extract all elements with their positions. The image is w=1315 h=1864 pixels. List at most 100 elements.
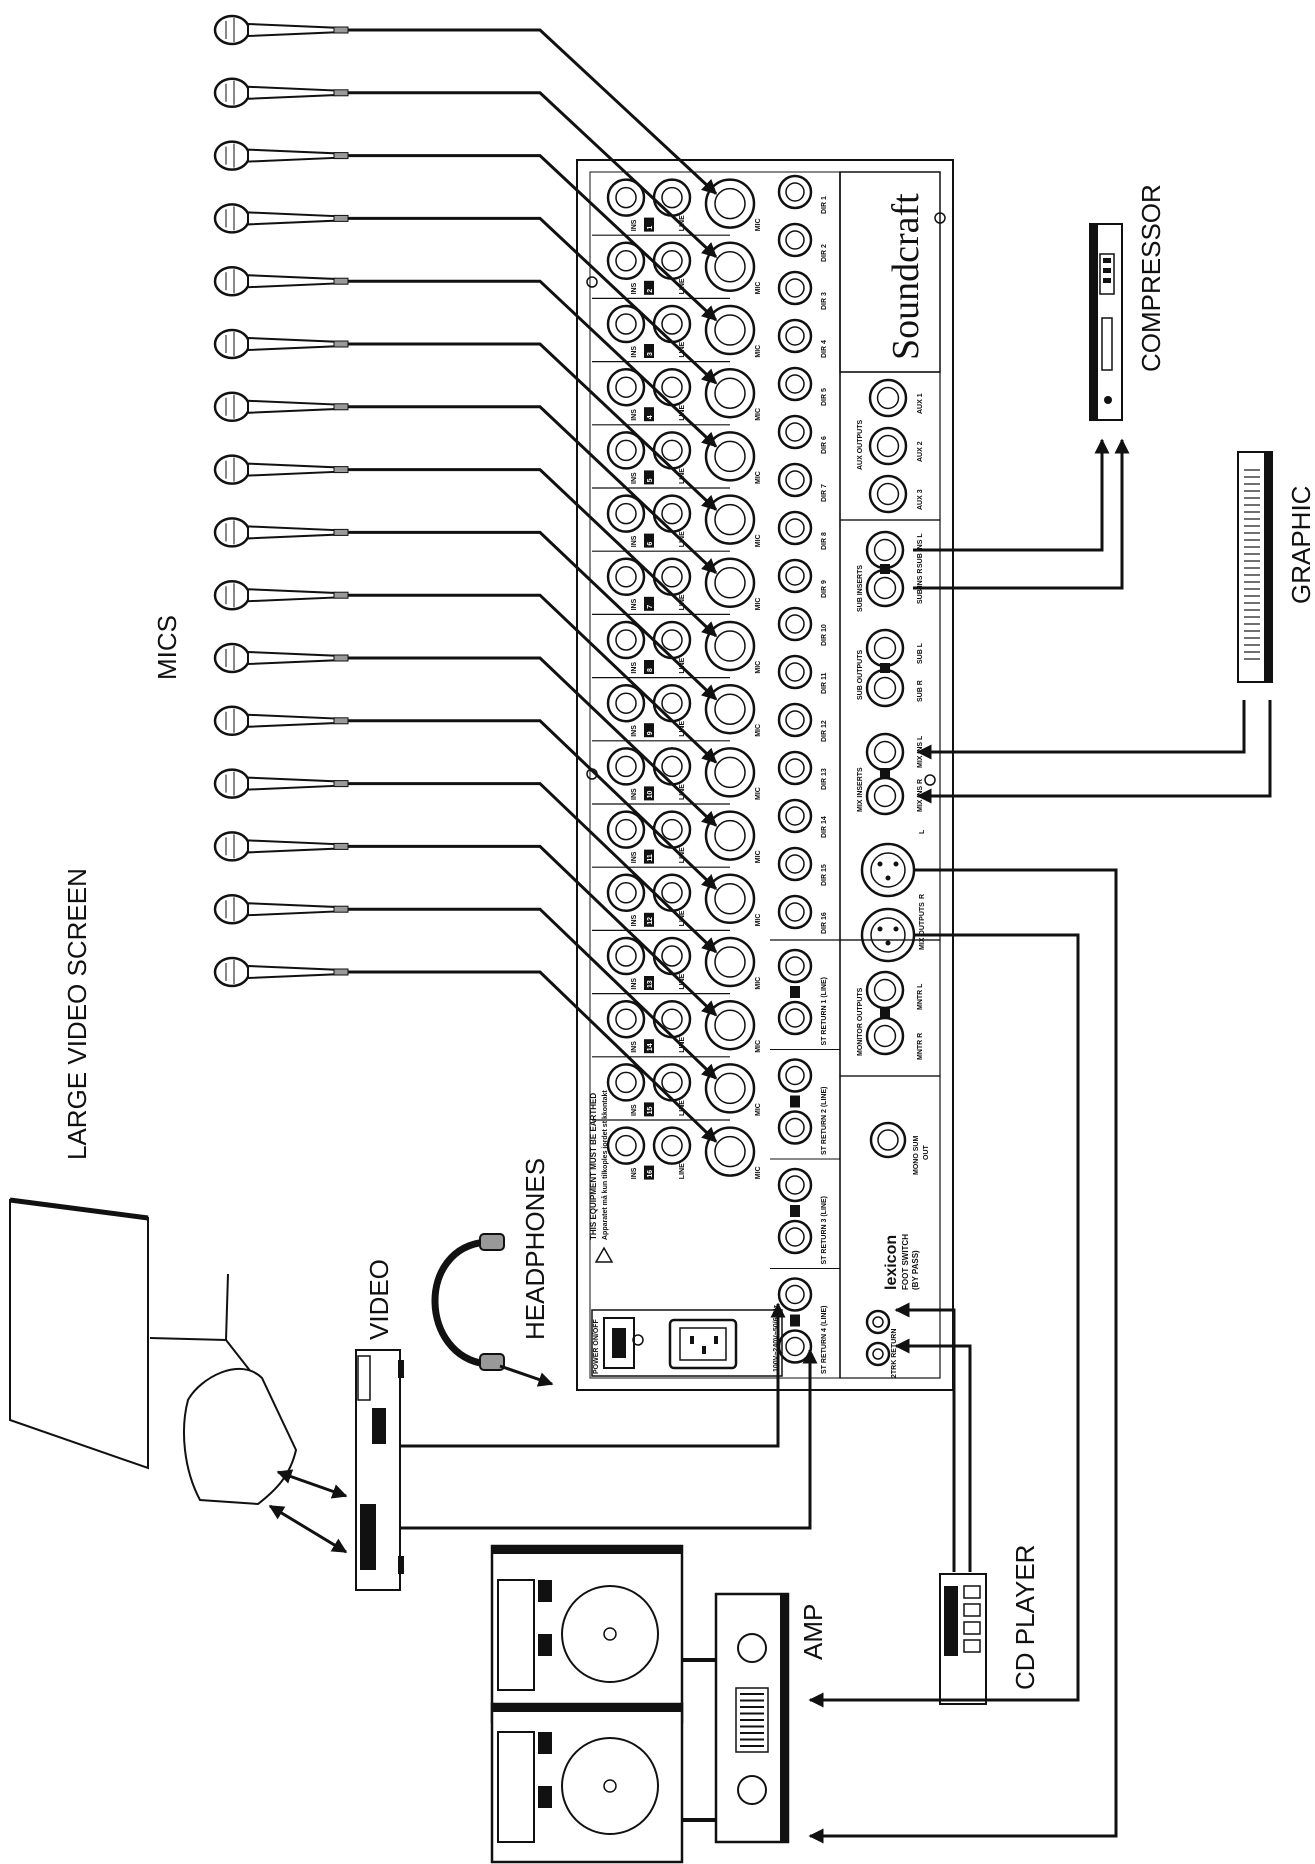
mic-xlr-jack[interactable] [704, 936, 756, 988]
mic-label: MIC [755, 408, 762, 421]
mic-xlr-jack[interactable] [704, 747, 756, 798]
dir-out-jack[interactable] [777, 702, 813, 738]
dir-out-jack[interactable] [777, 606, 813, 642]
aux-3-jack[interactable] [868, 474, 908, 514]
ins-jack[interactable] [606, 178, 646, 217]
microphone-1 [213, 14, 349, 46]
st-return-jack-l-inner [785, 1065, 805, 1086]
mic-connector [333, 717, 349, 725]
mic-head [213, 265, 251, 297]
channel-number-box [644, 1165, 654, 1180]
dir-out-jack-inner [785, 902, 805, 922]
mic-xlr-jack[interactable] [704, 494, 756, 545]
ins-jack[interactable] [606, 367, 646, 407]
mic-xlr-jack[interactable] [704, 999, 756, 1051]
mono-sum-jack[interactable] [869, 1121, 907, 1159]
two-track-return-jack-l[interactable] [865, 1309, 891, 1335]
dir-out-jack[interactable] [777, 366, 813, 402]
dir-out-jack[interactable] [777, 750, 813, 786]
mic-body [247, 22, 343, 38]
mix-inserts-title: MIX INSERTS [857, 767, 864, 812]
dir-out-jack[interactable] [777, 414, 813, 450]
mic-13-cable [348, 782, 718, 954]
mic-head [213, 328, 251, 360]
channel-number-box [644, 786, 654, 801]
channel-number-box [644, 976, 654, 990]
ins-jack[interactable] [606, 873, 646, 913]
ins-jack[interactable] [606, 683, 646, 723]
cd-player-display [944, 1586, 958, 1656]
st-return-jack-l[interactable] [777, 948, 813, 984]
sub-inserts-title: SUB INSERTS [857, 565, 864, 612]
st-return-jack-r-inner [785, 1227, 805, 1247]
ins-jack-inner [615, 629, 637, 651]
mic-xlr-jack[interactable] [704, 620, 756, 672]
two-track-return-jack-r[interactable] [865, 1341, 891, 1367]
graphic-to-mix-ins-l-cable [916, 700, 1246, 760]
cd-player-button [963, 1603, 981, 1617]
mic-head [213, 391, 251, 423]
monitor-r-label: MNTR R [917, 1033, 924, 1060]
mic-xlr-jack[interactable] [704, 1063, 756, 1114]
mic-xlr-jack[interactable] [704, 1126, 756, 1177]
mic-xlr-jack[interactable] [704, 178, 756, 229]
projector-icon [183, 1367, 298, 1506]
st-return-jack-r[interactable] [777, 1219, 813, 1255]
aux-2-jack[interactable] [868, 426, 908, 466]
dir-out-jack[interactable] [777, 558, 813, 594]
ins-jack[interactable] [606, 747, 646, 786]
ins-jack[interactable] [606, 494, 646, 533]
st-return-jack-l[interactable] [777, 1277, 813, 1312]
mic-xlr-jack[interactable] [704, 367, 756, 419]
dir-out-jack[interactable] [777, 222, 813, 258]
ins-jack[interactable] [606, 241, 646, 281]
mic-xlr-jack[interactable] [704, 304, 756, 356]
line-jack[interactable] [652, 1126, 692, 1165]
mic-xlr-jack[interactable] [704, 431, 756, 482]
dir-out-jack[interactable] [777, 894, 813, 930]
ins-jack[interactable] [606, 936, 646, 976]
mix-out-r-xlr-pin [885, 940, 891, 946]
ins-jack[interactable] [606, 620, 646, 660]
st-return-jack-r[interactable] [777, 1000, 813, 1036]
ins-jack[interactable] [606, 431, 646, 470]
ins-jack[interactable] [606, 1126, 646, 1165]
ins-jack[interactable] [606, 1063, 646, 1102]
mic-body [247, 650, 343, 666]
aux-1-jack[interactable] [868, 378, 908, 418]
graphic-eq-front-edge [1264, 452, 1272, 682]
st-return-jack-l[interactable] [777, 1058, 813, 1093]
dir-out-jack[interactable] [777, 462, 813, 498]
speaker-2-horn [497, 1731, 535, 1843]
mic-connector [333, 968, 349, 976]
dir-out-jack[interactable] [777, 318, 813, 354]
video-player-foot [398, 1556, 404, 1574]
mic-xlr-jack[interactable] [704, 241, 756, 293]
dir-out-jack[interactable] [777, 510, 813, 546]
dir-out-jack[interactable] [777, 798, 813, 834]
mic-xlr-jack[interactable] [704, 810, 756, 861]
ins-label: INS [631, 914, 638, 926]
dir-out-jack[interactable] [777, 654, 813, 690]
ins-jack[interactable] [606, 810, 646, 849]
dir-out-jack[interactable] [777, 846, 813, 882]
mic-3-cable [348, 154, 718, 322]
ins-jack[interactable] [606, 557, 646, 597]
mic-1-cable [348, 28, 718, 195]
st-return-jack-l[interactable] [777, 1167, 813, 1203]
mic-xlr-jack[interactable] [704, 683, 756, 735]
dir-out-jack[interactable] [777, 270, 813, 306]
sub-ins-r-label: SUB INS R [917, 569, 924, 604]
mono-sum-label: MONO SUM [913, 1136, 920, 1175]
mic-label: MIC [755, 787, 762, 800]
microphone-15 [213, 893, 349, 925]
ins-jack[interactable] [606, 304, 646, 344]
channel-number-box [644, 470, 654, 485]
ins-jack[interactable] [606, 999, 646, 1039]
st-return-jack-r[interactable] [777, 1110, 813, 1145]
mic-xlr-jack[interactable] [704, 557, 756, 609]
sub-ins-l-to-compressor-cable [913, 438, 1110, 552]
dir-out-jack[interactable] [777, 174, 813, 210]
dir-label: DIR 13 [821, 768, 828, 790]
mic-xlr-jack[interactable] [704, 873, 756, 925]
